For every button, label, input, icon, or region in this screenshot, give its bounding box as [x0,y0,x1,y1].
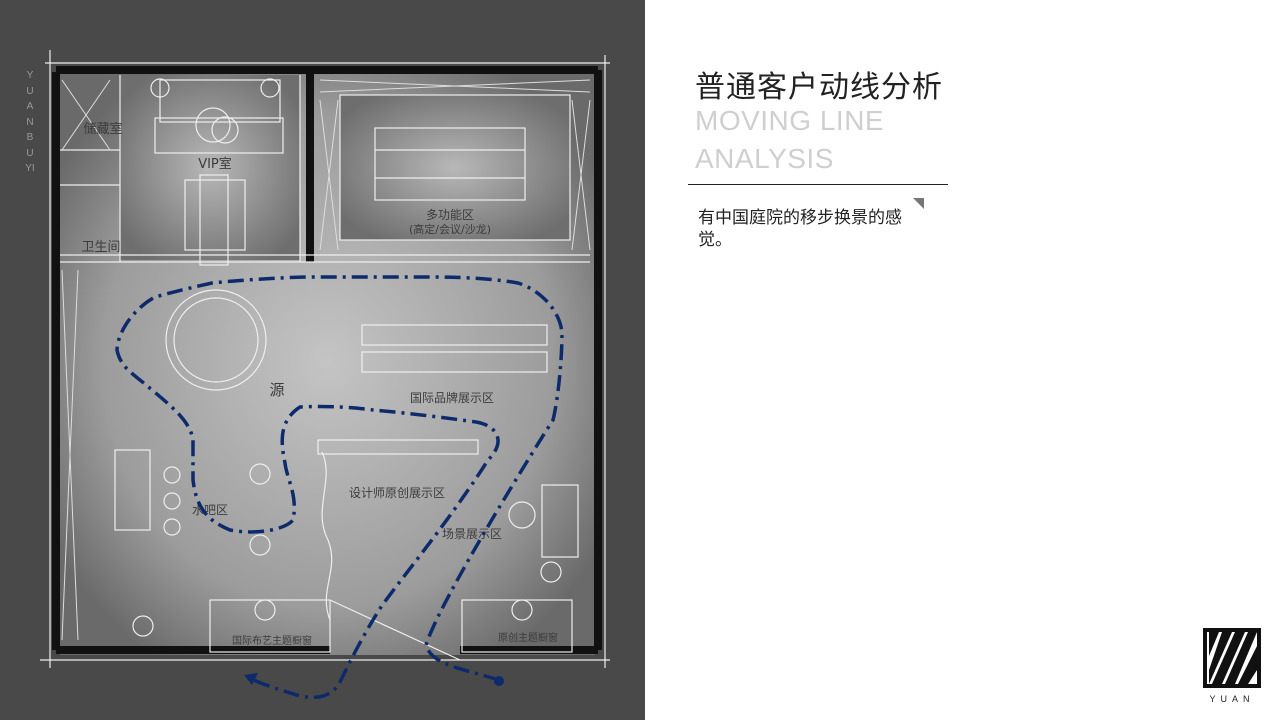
label-vip: VIP室 [198,156,232,172]
yuan-logo-icon [1203,628,1261,688]
side-vertical-label: YUANBUYI [25,70,35,174]
brace-walls [61,79,591,641]
label-storage: 储藏室 [83,121,122,137]
customer-moving-line [115,275,564,700]
corner-triangle-icon [913,198,924,209]
label-intl-brand: 国际品牌展示区 [410,391,494,405]
title-divider [688,184,948,185]
walls [52,66,602,654]
label-designer-original: 设计师原创展示区 [349,486,445,500]
floor-plan-panel: YUANBUYI [0,0,645,720]
label-restroom: 卫生间 [81,240,120,255]
label-original-window: 原创主题橱窗 [498,631,558,644]
multi-function-floor [340,95,570,240]
floor-plan: 储藏室 VIP室 卫生间 多功能区 (高定/会议/沙龙) 源 国际品牌展示区 水… [40,50,610,700]
logo-text: YUAN [1209,694,1255,704]
label-scene: 场景展示区 [442,527,502,541]
label-multi-function-sub: (高定/会议/沙龙) [409,222,491,236]
route-start-dot [494,676,504,686]
subtitle-line-1: MOVING LINE [695,105,885,136]
description-text: 有中国庭院的移步换景的感觉。 [698,208,902,250]
wall-outlines [40,50,610,668]
subtitle-line-2: ANALYSIS [695,143,834,174]
label-intl-fabric-window: 国际布艺主题橱窗 [232,634,312,647]
label-source: 源 [269,381,284,399]
label-multi-function: 多功能区 [426,208,474,222]
route-end-arrow [244,673,258,685]
slide-title: 普通客户动线分析 [695,70,943,105]
vip-room-floor [120,75,300,260]
label-water-bar: 水吧区 [192,503,228,517]
